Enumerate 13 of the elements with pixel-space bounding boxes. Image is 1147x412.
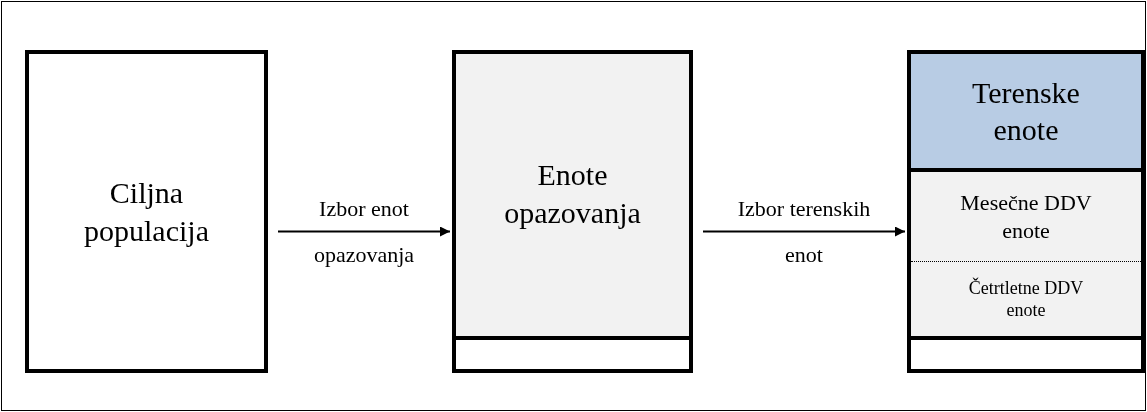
edge-label: Izbor enot opazovanja bbox=[312, 194, 416, 269]
edge-label: Izbor terenskih enot bbox=[736, 194, 872, 269]
population-box bbox=[25, 50, 268, 373]
node-text: Četrtletne DDV enote bbox=[967, 276, 1085, 322]
observation-units-box bbox=[452, 50, 693, 373]
arrow bbox=[277, 226, 451, 237]
node-text: Mesečne DDV enote bbox=[959, 189, 1093, 244]
arrow bbox=[702, 226, 906, 237]
node-text: Ciljna populacija bbox=[83, 175, 210, 249]
node-text: Enote opazovanja bbox=[503, 157, 642, 231]
field-units-box bbox=[907, 50, 1145, 373]
node-text: Terenske enote bbox=[971, 74, 1081, 148]
header-section bbox=[911, 54, 1141, 172]
